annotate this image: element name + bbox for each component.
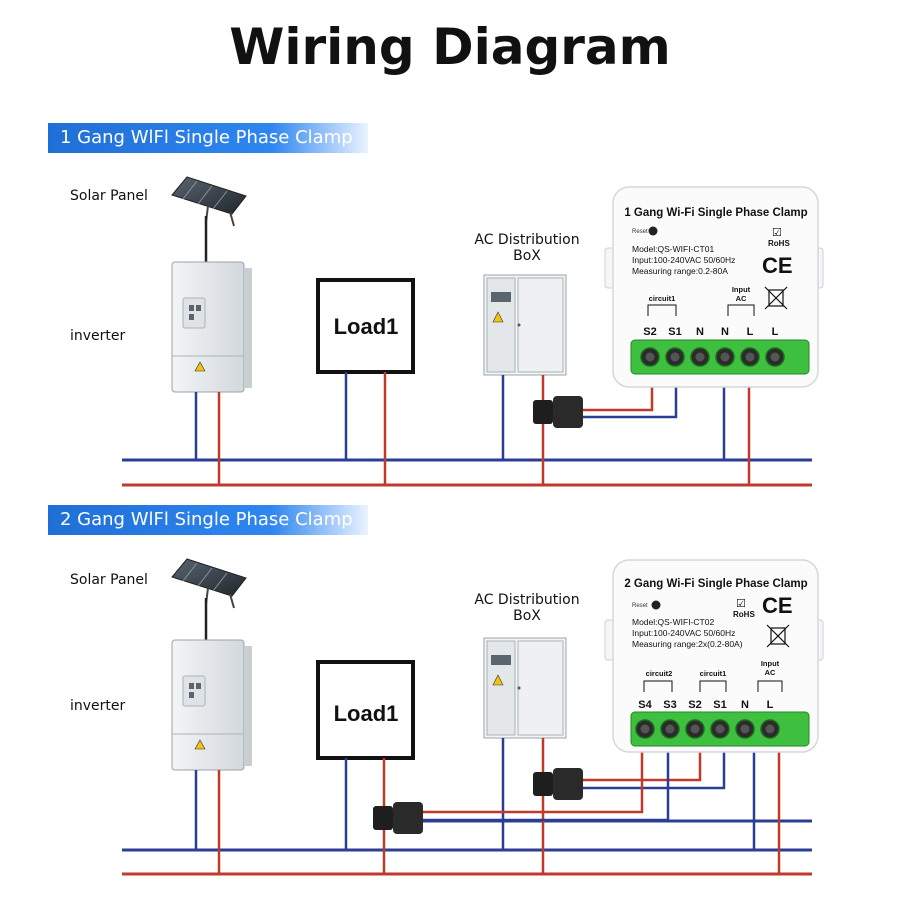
circuit2-label-2: circuit2 [646, 669, 673, 678]
page-title: Wiring Diagram [229, 18, 671, 76]
solar-panel-icon [171, 558, 247, 609]
reset-button-1[interactable] [648, 226, 658, 236]
reset-label-1: Reset [632, 229, 648, 235]
device-title-1: 1 Gang Wi-Fi Single Phase Clamp [624, 207, 807, 219]
device2-terminal-label: L [767, 699, 774, 711]
range-text-2: Measuring range:2x(0.2-80A) [632, 639, 743, 649]
input-ac-label-2a: Input [761, 659, 780, 668]
load-box-2 [316, 660, 415, 760]
reset-label-2: Reset [632, 603, 648, 609]
rohs-check-icon: ☑ [736, 597, 746, 610]
ct-wire-s4 [423, 750, 644, 814]
model-text-1: Model:QS-WIFI-CT01 [632, 244, 714, 254]
input-ac-label-1a: Input [732, 285, 751, 294]
wifi-clamp-device-1: 1 Gang Wi-Fi Single Phase Clamp Reset Mo… [604, 186, 824, 388]
ac-distribution-label-2: AC Distribution BoX [462, 592, 592, 624]
model-text-2: Model:QS-WIFI-CT02 [632, 617, 714, 627]
input-ac-bracket-1 [727, 304, 755, 316]
device2-terminal-screw-head [690, 724, 700, 734]
section2-banner: 2 Gang WlFl Single Phase Clamp [48, 505, 368, 535]
section1-banner: 1 Gang WlFl Single Phase Clamp [48, 123, 368, 153]
solar-panel-label-1: Solar Panel [70, 188, 148, 204]
terminal-group-2: S4 S3 S2 S1 N L [635, 699, 780, 739]
device1-terminal-label: S1 [668, 326, 681, 338]
load-box-1 [316, 278, 415, 374]
device2-terminal-screw-head [740, 724, 750, 734]
ce-mark-1: CE [762, 253, 793, 278]
device2-terminal-screw-head [665, 724, 675, 734]
rohs-label-2: RoHS [733, 610, 755, 619]
weee-bin-icon [764, 286, 788, 310]
device1-terminal-screw-head [645, 352, 655, 362]
device1-terminal-screw-head [770, 352, 780, 362]
ac-distribution-line1: AC Distribution [474, 232, 580, 248]
circuit1-label-2: circuit1 [700, 669, 727, 678]
ct-wire-s2 [583, 385, 654, 412]
device1-terminal-label: N [721, 326, 729, 338]
ce-mark-2: CE [762, 593, 793, 618]
range-text-1: Measuring range:0.2-80A [632, 266, 728, 276]
solar-panel-icon [171, 176, 247, 227]
weee-bin-icon [766, 624, 790, 648]
device1-terminal-label: S2 [643, 326, 656, 338]
ac-distribution-line1: AC Distribution [474, 592, 580, 608]
device2-terminal-label: S3 [663, 699, 676, 711]
ct-wire-s1-2 [583, 750, 726, 790]
ct-clamp-icon-2a [533, 768, 583, 800]
device2-terminal-screw-head [715, 724, 725, 734]
ct-wire-s2-2 [583, 750, 702, 782]
device2-terminal-screw-head [765, 724, 775, 734]
rohs-check-icon: ☑ [772, 226, 782, 239]
inverter-label-1: inverter [70, 328, 126, 344]
inverter-icon [171, 261, 252, 393]
device1-terminal-screw-head [695, 352, 705, 362]
ac-distribution-box-icon [483, 637, 567, 739]
ac-distribution-box-icon [483, 274, 567, 376]
solar-panel-label-2: Solar Panel [70, 572, 148, 588]
input-ac-label-2b: AC [765, 668, 776, 677]
device2-terminal-screw-head [640, 724, 650, 734]
inverter-icon [171, 639, 252, 771]
device1-terminal-label: N [696, 326, 704, 338]
ct-wire-s3 [423, 750, 670, 822]
load-label-1: Load1 [334, 314, 399, 339]
rohs-label-1: RoHS [768, 239, 790, 248]
device2-terminal-label: S2 [688, 699, 701, 711]
ct-clamp-icon-2b [373, 802, 423, 834]
input-text-2: Input:100-240VAC 50/60Hz [632, 628, 735, 638]
ct-clamp-icon-1 [533, 396, 583, 428]
input-text-1: Input:100-240VAC 50/60Hz [632, 255, 735, 265]
ac-distribution-line2: BoX [513, 608, 541, 624]
circuit1-label-1: circuit1 [649, 294, 676, 303]
ct-wire-s1 [583, 385, 678, 419]
circuit1-bracket-1 [647, 304, 677, 316]
section2: Load1 [122, 558, 824, 876]
circuit2-bracket-2 [643, 680, 673, 692]
device-title-2: 2 Gang Wi-Fi Single Phase Clamp [624, 578, 807, 590]
device1-terminal-screw-head [720, 352, 730, 362]
reset-button-2[interactable] [651, 600, 661, 610]
section1: Load1 1 Gang Wi-Fi Single Ph [122, 176, 824, 487]
ac-distribution-label-1: AC Distribution BoX [462, 232, 592, 264]
device2-terminal-label: S4 [638, 699, 652, 711]
ac-distribution-line2: BoX [513, 248, 541, 264]
terminal-group-1: S2 S1 N N L L [640, 326, 785, 367]
device2-terminal-label: N [741, 699, 749, 711]
device1-terminal-label: L [772, 326, 779, 338]
input-ac-label-1b: AC [736, 294, 747, 303]
device1-terminal-screw-head [670, 352, 680, 362]
circuit1-bracket-2 [699, 680, 727, 692]
inverter-label-2: inverter [70, 698, 126, 714]
device1-terminal-label: L [747, 326, 754, 338]
device1-terminal-screw-head [745, 352, 755, 362]
device2-terminal-label: S1 [713, 699, 726, 711]
load-label-2: Load1 [334, 701, 399, 726]
input-ac-bracket-2 [757, 680, 783, 692]
